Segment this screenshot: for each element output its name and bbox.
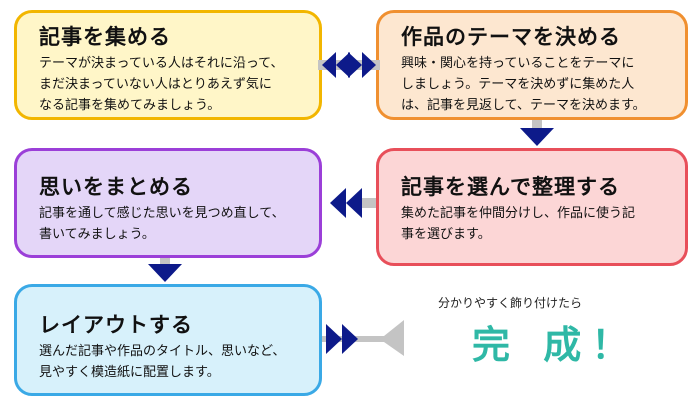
step-collect-title: 記事を集める: [39, 25, 171, 49]
left-arrow-sort-to-thought: [330, 188, 376, 218]
arrow-left-icon: [330, 188, 346, 218]
arrow-left-icon: [336, 52, 350, 78]
step-summarize-thoughts: 思いをまとめる 記事を通して感じた思いを見つめ直して、 書いてみましょう。: [14, 148, 322, 258]
arrow-right-icon: [326, 324, 342, 354]
arrow-down-icon: [148, 264, 182, 282]
step-thought-title: 思いをまとめる: [39, 175, 193, 199]
finish-word: 完 成！: [472, 323, 640, 367]
down-arrow-thought-to-layout: [148, 258, 182, 282]
arrow-left-icon: [322, 52, 336, 78]
arrow-down-icon: [520, 128, 554, 146]
step-theme-title: 作品のテーマを決める: [401, 25, 621, 49]
step-layout-title: レイアウトする: [39, 313, 193, 337]
arrow-right-icon: [348, 52, 362, 78]
bidirectional-arrow: [318, 52, 380, 78]
step-theme-desc: 興味・関心を持っていることをテーマに しましょう。テーマを決めずに集めた人 は、…: [401, 56, 646, 113]
step-thought-desc: 記事を通して感じた思いを見つめ直して、 書いてみましょう。: [39, 206, 285, 242]
arrow-right-icon: [342, 324, 358, 354]
down-arrow-theme-to-sort: [520, 120, 554, 146]
connector-bar: [322, 320, 404, 356]
finish-note: 分かりやすく飾り付けたら: [438, 296, 583, 310]
step-collect-articles: 記事を集める テーマが決まっている人はそれに沿って、 まだ決まっていない人はとり…: [14, 10, 322, 120]
step-select-organize: 記事を選んで整理する 集めた記事を仲間分けし、作品に使う記 事を選びます。: [376, 148, 688, 266]
step-sort-desc: 集めた記事を仲間分けし、作品に使う記 事を選びます。: [401, 206, 636, 242]
right-arrow-layout-to-finish: [322, 320, 404, 356]
step-decide-theme: 作品のテーマを決める 興味・関心を持っていることをテーマに しましょう。テーマを…: [376, 10, 688, 120]
step-layout: レイアウトする 選んだ記事や作品のタイトル、思いなど、 見やすく模造紙に配置しま…: [14, 284, 322, 396]
step-layout-desc: 選んだ記事や作品のタイトル、思いなど、 見やすく模造紙に配置します。: [39, 344, 286, 380]
arrow-right-icon: [362, 52, 376, 78]
step-sort-title: 記事を選んで整理する: [401, 175, 620, 199]
step-collect-desc: テーマが決まっている人はそれに沿って、 まだ決まっていない人はとりあえず気に な…: [39, 56, 284, 113]
arrow-left-icon: [346, 188, 362, 218]
